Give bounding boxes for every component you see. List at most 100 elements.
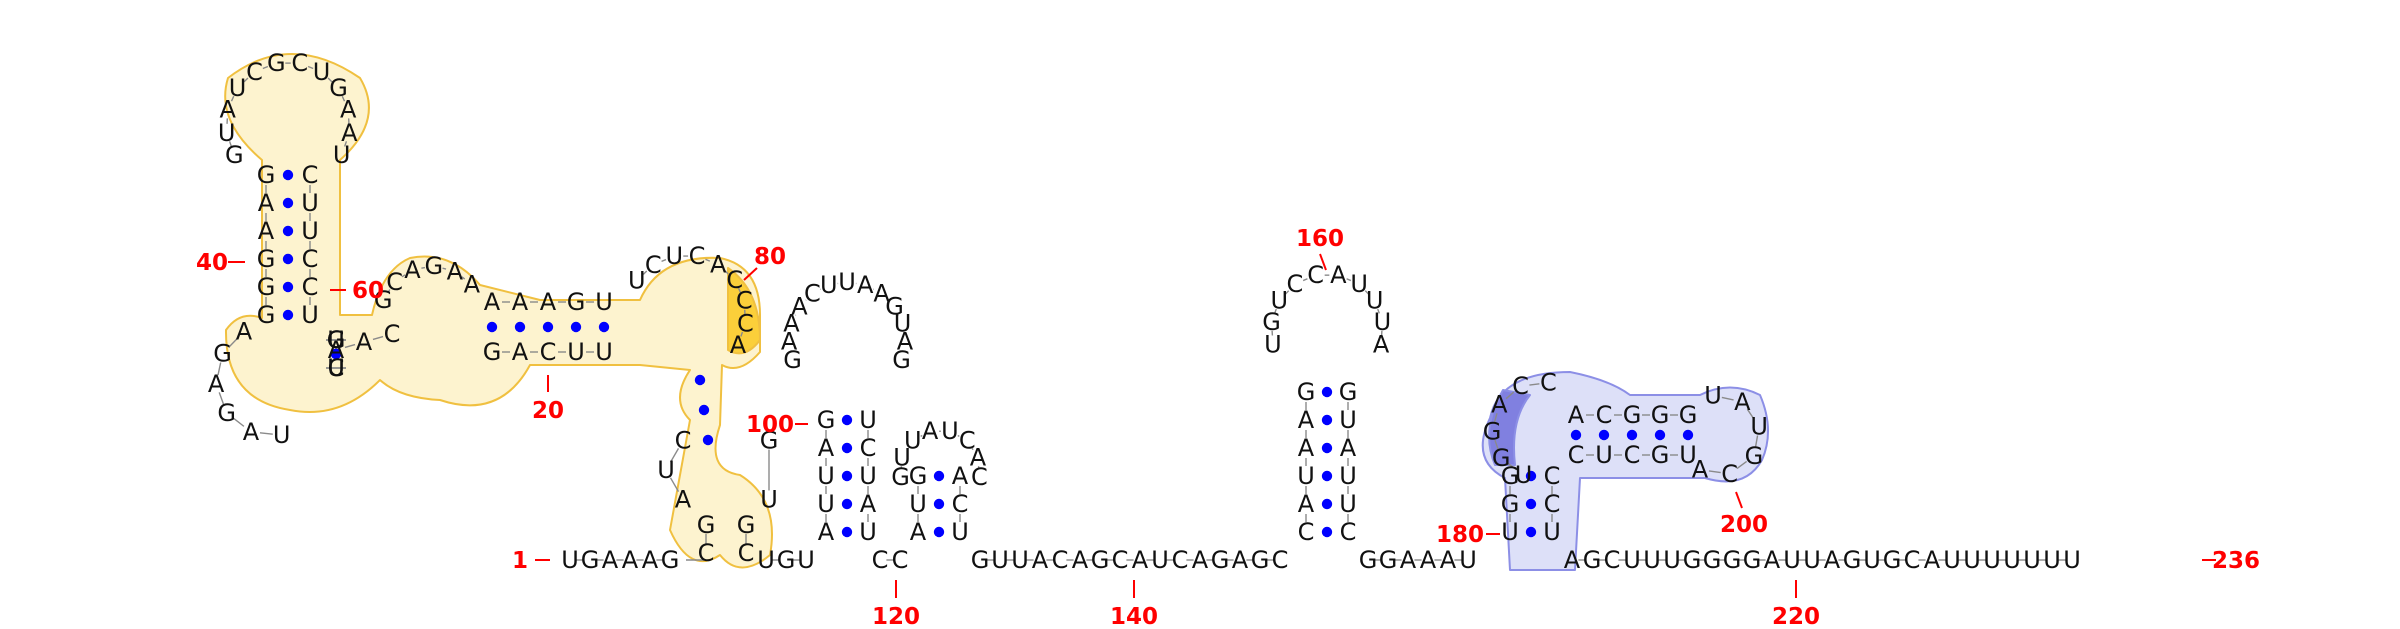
internal-loop-left: A — [675, 485, 692, 513]
hp1-loop: C — [246, 58, 263, 86]
junction-stem-5prime: A — [540, 288, 557, 316]
hp1-stem-5prime: A — [258, 189, 275, 217]
tail-base: A — [1824, 546, 1841, 574]
hp1-bulge-left: G — [217, 399, 236, 427]
hp4-loop: U — [1271, 287, 1289, 315]
backbone-segment — [1746, 408, 1755, 420]
hp4-loop: A — [1330, 261, 1347, 289]
hp1-stem-pair — [282, 281, 294, 293]
hp2-loop: U — [894, 309, 912, 337]
backbone-segment — [1505, 391, 1515, 400]
backbone-5prime-base: A — [622, 546, 639, 574]
junction-stem-pair — [598, 321, 610, 333]
hp1-bulge-left: U — [273, 421, 291, 449]
backbone-segment — [218, 392, 225, 405]
hp1-stem-pair — [282, 169, 294, 181]
hp2-stem-5prime: A — [818, 434, 835, 462]
stem-a-pair — [330, 348, 342, 360]
hp5-hairpin-stem-pair — [1570, 429, 1582, 441]
stem-a-5prime: G — [327, 326, 346, 354]
backbone-segment — [1302, 278, 1308, 282]
hp3-stem-3prime: A — [952, 462, 969, 490]
hp3-loop: A — [922, 417, 939, 445]
junction-stem-5prime: A — [512, 288, 529, 316]
hp1-bulge-right: C — [384, 320, 401, 348]
backbone-segment — [228, 337, 239, 348]
hp2-stem-5prime: U — [817, 490, 835, 518]
junction-hairpin-top: A — [404, 256, 421, 284]
hp5-hairpin-stem-3prime: C — [1568, 441, 1585, 469]
junction-hairpin-top: A — [447, 257, 464, 285]
multiloop-right: C — [726, 266, 743, 294]
linker-base: G — [1091, 546, 1110, 574]
tail-base: U — [1623, 546, 1641, 574]
spacer-2-base: C — [872, 546, 889, 574]
hp5-stem-3prime: C — [1544, 462, 1561, 490]
hp1-bulge-left: A — [236, 318, 253, 346]
junction-hairpin-top: C — [386, 268, 403, 296]
junction-stem-pair — [542, 321, 554, 333]
linker-base: A — [1132, 546, 1149, 574]
backbone-segment — [705, 258, 711, 262]
hp4-stem-pair — [1321, 498, 1333, 510]
backbone-segment — [341, 95, 346, 102]
linker-base: U — [1151, 546, 1169, 574]
junction-stem-5prime: G — [567, 288, 586, 316]
hp2-loop: A — [783, 309, 800, 337]
hp5-stem-5prime: G — [1501, 490, 1520, 518]
hp2-loop: A — [791, 293, 808, 321]
backbone-segment — [1364, 290, 1369, 295]
hp4-stem-5prime: A — [1298, 406, 1315, 434]
multiloop-right: C — [645, 251, 662, 279]
backbone-segment — [1754, 435, 1759, 448]
main-stem-3prime: G — [737, 511, 756, 539]
hp2-stem-5prime: A — [818, 518, 835, 546]
hp3-stem-3prime: C — [952, 490, 969, 518]
tail-base: G — [1883, 546, 1902, 574]
backbone-segment — [217, 362, 222, 376]
tail-base: U — [1983, 546, 2001, 574]
hp1-stem-3prime: U — [301, 189, 319, 217]
stem-a-5prime: G — [327, 326, 346, 354]
tail-base: G — [1703, 546, 1722, 574]
stem-a-3prime: C — [328, 354, 345, 382]
junction-stem-3prime: U — [567, 338, 585, 366]
backbone-segment — [262, 65, 269, 70]
base-pair-dots — [282, 169, 1694, 538]
backbone-segment — [401, 274, 406, 278]
hp2-stem-3prime: U — [859, 462, 877, 490]
hp1-bulge-left: A — [208, 370, 225, 398]
hp4-loop: U — [1374, 308, 1392, 336]
internal-loop-right: G — [760, 427, 779, 455]
stem-b-pair — [702, 434, 714, 446]
tail-base: A — [1564, 546, 1581, 574]
spacer-1-base: U — [757, 546, 775, 574]
hp5-hairpin-stem-5prime: A — [1568, 401, 1585, 429]
stem-a-3prime: U — [327, 354, 345, 382]
backbone-segment — [920, 434, 923, 437]
position-label-236: 236 — [2212, 548, 2260, 574]
tail-base: G — [1683, 546, 1702, 574]
multiloop-right: U — [628, 267, 646, 295]
junction-stem-3prime: U — [595, 338, 613, 366]
hp4-stem-3prime: A — [1340, 434, 1357, 462]
hp2-stem-3prime: C — [860, 434, 877, 462]
hp5-hairpin-stem-3prime: U — [1595, 441, 1613, 469]
position-label-120: 120 — [872, 604, 920, 629]
hp3-stem-3prime: U — [951, 518, 969, 546]
hp1-loop: G — [329, 74, 348, 102]
hp5-stem-5prime: U — [1501, 518, 1519, 546]
tail-base: U — [2063, 546, 2081, 574]
backbone-5prime-base: G — [581, 546, 600, 574]
hp2-stem-3prime: A — [860, 490, 877, 518]
hp4-stem-5prime: A — [1298, 434, 1315, 462]
position-label-180: 180 — [1436, 522, 1484, 548]
spacer-3-base: A — [1440, 546, 1457, 574]
hp1-stem-5prime: G — [257, 301, 276, 329]
linker-base: C — [1112, 546, 1129, 574]
tail-base: G — [1843, 546, 1862, 574]
hp2-loop: U — [820, 271, 838, 299]
